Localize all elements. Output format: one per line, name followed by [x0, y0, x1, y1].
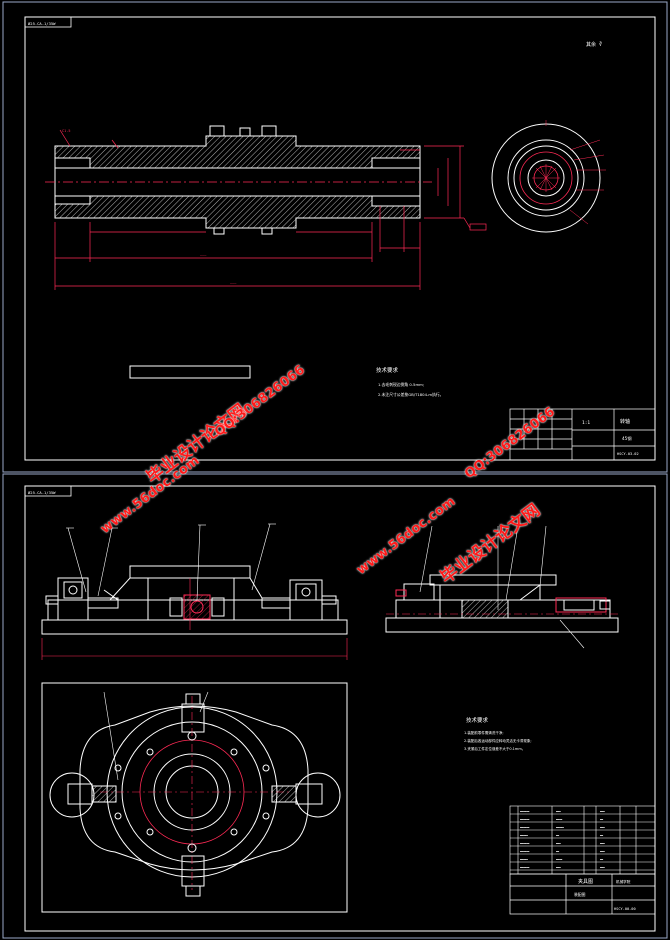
bottom-note-1: 1.装配前零件需清洗干净; [464, 730, 504, 735]
svg-text:▬▬▬: ▬▬▬ [556, 842, 561, 845]
svg-text:▬▬▬▬▬: ▬▬▬▬▬ [520, 858, 528, 861]
bottom-drawing-code: HSCY-00-00 [614, 907, 636, 911]
svg-text:▬▬▬▬: ▬▬▬▬ [556, 818, 563, 821]
top-notes-title: 技术要求 [376, 366, 399, 374]
svg-text:▬▬▬▬▬▬: ▬▬▬▬▬▬ [520, 818, 530, 821]
svg-text:▬▬▬: ▬▬▬ [600, 850, 605, 853]
bottom-sheet-tag: Ø25-CA-1/35W [28, 490, 56, 495]
svg-text:▬▬▬▬▬: ▬▬▬▬▬ [556, 826, 564, 829]
svg-text:▬▬▬▬▬▬: ▬▬▬▬▬▬ [520, 866, 530, 869]
svg-text:▬▬▬▬: ▬▬▬▬ [556, 858, 563, 861]
svg-text:▬▬▬: ▬▬▬ [600, 810, 605, 813]
svg-text:▬▬▬: ▬▬▬ [600, 842, 605, 845]
svg-text:▬▬: ▬▬ [600, 858, 604, 861]
svg-text:▬▬: ▬▬ [556, 850, 560, 853]
svg-text:▬▬▬: ▬▬▬ [556, 866, 561, 869]
roughness-note: 其余 ∛ [586, 41, 602, 48]
svg-text:———: ——— [230, 281, 237, 285]
bottom-parts-list [509, 805, 656, 875]
shaft-end-view [491, 120, 606, 233]
svg-text:▬▬▬▬▬: ▬▬▬▬▬ [520, 834, 528, 837]
svg-text:C1.5: C1.5 [62, 129, 70, 133]
fixture-top-view [41, 682, 348, 913]
bottom-note-2: 2.装配后各运动部件应转动灵活无卡滞现象; [464, 738, 532, 743]
top-sheet-tag: Ø25-CA-1/35W [28, 21, 56, 26]
svg-text:▬▬: ▬▬ [556, 834, 560, 837]
svg-text:▬▬▬: ▬▬▬ [556, 810, 561, 813]
fixture-front-view [41, 365, 348, 660]
top-part-name: 转轴 [620, 418, 630, 425]
svg-text:▬▬▬▬▬▬: ▬▬▬▬▬▬ [520, 826, 530, 829]
top-note-2: 2.未注尺寸公差按GB/T1804-m执行。 [378, 392, 443, 397]
fixture-side-view [385, 525, 619, 649]
bottom-note-3: 3.夹紧后工件定位误差不大于0.1mm。 [464, 746, 525, 751]
svg-text:▬▬▬▬▬▬: ▬▬▬▬▬▬ [520, 810, 530, 813]
top-note-1: 1.去毛刺锐边倒角 0.5mm; [378, 382, 424, 387]
top-scale: 1:1 [582, 420, 590, 426]
svg-text:▬▬▬▬▬▬: ▬▬▬▬▬▬ [520, 842, 530, 845]
top-material: 45钢 [622, 435, 632, 442]
svg-text:▬▬▬▬▬▬: ▬▬▬▬▬▬ [520, 850, 530, 853]
svg-text:———: ——— [200, 253, 207, 257]
svg-text:▬▬: ▬▬ [600, 818, 604, 821]
top-title-block [509, 408, 656, 461]
top-drawing-code: HSCY-03-02 [617, 452, 639, 456]
svg-text:▬▬: ▬▬ [600, 834, 604, 837]
bottom-drawing-name: 夹具图 [578, 878, 593, 885]
bottom-parts-list-cells: ▬▬▬▬▬▬▬▬▬▬▬▬ ▬▬▬▬▬▬▬▬▬▬▬▬ ▬▬▬▬▬▬▬▬▬▬▬▬▬▬… [520, 810, 605, 869]
bottom-drawing-type: 装配图 [574, 892, 586, 897]
svg-text:▬▬▬: ▬▬▬ [600, 826, 605, 829]
bottom-title-block [509, 873, 656, 915]
bottom-notes-title: 技术要求 [466, 716, 489, 724]
svg-text:▬▬▬: ▬▬▬ [600, 866, 605, 869]
bottom-school: 机械学院 [616, 879, 631, 884]
shaft-section-view: ——— ——— C1.5 [45, 125, 487, 290]
